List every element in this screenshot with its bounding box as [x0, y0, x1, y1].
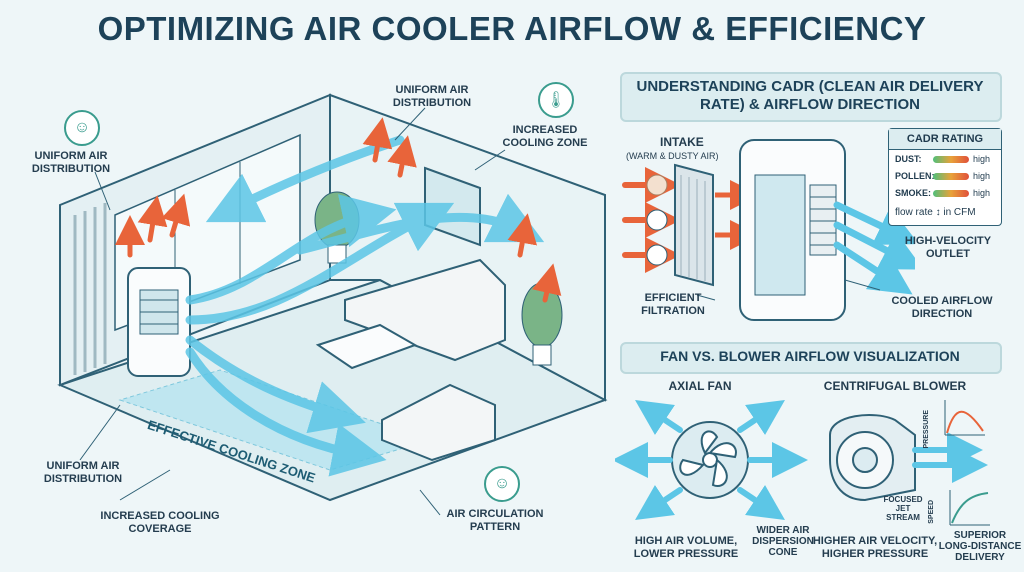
outlet-arrows	[833, 201, 915, 295]
person-icon: ☺	[64, 110, 100, 146]
page-title: OPTIMIZING AIR COOLER AIRFLOW & EFFICIEN…	[97, 10, 927, 47]
smoke-rating-value: high	[973, 188, 991, 198]
air-circulation-pattern-label: AIR CIRCULATION PATTERN	[446, 508, 544, 533]
curtain	[73, 203, 107, 375]
superior-delivery-label: SUPERIOR LONG-DISTANCE DELIVERY	[938, 530, 1022, 563]
fan-title-box	[620, 342, 1002, 374]
cadr-title-box	[620, 72, 1002, 122]
dust-particle-icon	[646, 174, 668, 196]
smoke-rating-bar	[933, 190, 969, 197]
pollen-particle-icon	[646, 209, 668, 231]
cooled-direction-label: COOLED AIRFLOW DIRECTION	[891, 295, 993, 320]
fan-blower-diagram	[615, 400, 990, 526]
fan-panel-title: FAN VS. BLOWER AIRFLOW VISUALIZATION	[660, 348, 960, 364]
filtration-label: EFFICIENT FILTRATION	[641, 292, 705, 317]
sofa	[344, 258, 506, 362]
axial-dispersion-label: WIDER AIR DISPERSION CONE	[752, 525, 814, 558]
pressure-axis-label: PRESSURE	[923, 410, 930, 449]
cadr-rating-box: CADR RATING DUST: high POLLEN: high SMOK…	[888, 128, 1002, 226]
pressure-graph	[944, 400, 985, 436]
warm-air-arrows	[115, 117, 562, 303]
dust-rating-value: high	[973, 154, 991, 164]
room-air-cooler	[127, 267, 191, 377]
filter	[674, 163, 714, 287]
axial-airflow-arrows	[615, 400, 808, 520]
cadr-diagram	[622, 139, 915, 321]
centrifugal-blower-label: CENTRIFUGAL BLOWER	[823, 379, 967, 393]
smoke-rating-label: SMOKE:	[895, 188, 931, 198]
pollen-rating-label: POLLEN:	[895, 171, 935, 181]
pollen-rating-bar	[933, 173, 969, 180]
axial-low-pressure-label: HIGH AIR VOLUME, LOWER PRESSURE	[633, 535, 739, 560]
thermometer-icon: 🌡	[538, 82, 574, 118]
intake-sub-label: (WARM & DUSTY AIR)	[626, 151, 719, 161]
blower-jet-arrows	[912, 432, 988, 483]
cadr-rating-header: CADR RATING	[889, 129, 1001, 150]
axial-fan-label: AXIAL FAN	[668, 379, 732, 393]
smoke-particle-icon	[646, 244, 668, 266]
plant	[521, 282, 563, 366]
outlet-label: HIGH-VELOCITY OUTLET	[904, 235, 992, 260]
uniform-air-distribution-top-label: UNIFORM AIR DISTRIBUTION	[31, 150, 111, 175]
person-temperature-icon: ☺	[484, 466, 520, 502]
speed-graph	[949, 490, 990, 526]
uniform-air-distribution-bottom-label: UNIFORM AIR DISTRIBUTION	[43, 460, 123, 485]
centrifugal-blower	[829, 414, 916, 502]
cadr-rating-footer: flow rate ↕ in CFM	[895, 207, 976, 218]
uniform-air-distribution-center-label: UNIFORM AIR DISTRIBUTION	[392, 84, 472, 109]
axial-fan	[671, 421, 749, 499]
intake-label: INTAKE	[660, 135, 704, 149]
pollen-rating-value: high	[973, 171, 991, 181]
coffee-table	[315, 323, 418, 370]
airflow-arrows	[185, 135, 545, 477]
dust-rating-label: DUST:	[895, 154, 922, 164]
room-illustration	[57, 93, 608, 516]
increased-cooling-zone-label: INCREASED COOLING ZONE	[502, 124, 588, 149]
cadr-panel-title: UNDERSTANDING CADR (CLEAN AIR DELIVERY R…	[636, 78, 984, 113]
blower-high-pressure-label: HIGHER AIR VELOCITY, HIGHER PRESSURE	[812, 535, 938, 560]
dust-rating-bar	[933, 156, 969, 163]
increased-cooling-coverage-label: INCREASED COOLING COVERAGE	[100, 510, 220, 535]
focused-jet-label: FOCUSED JET STREAM	[883, 495, 923, 522]
